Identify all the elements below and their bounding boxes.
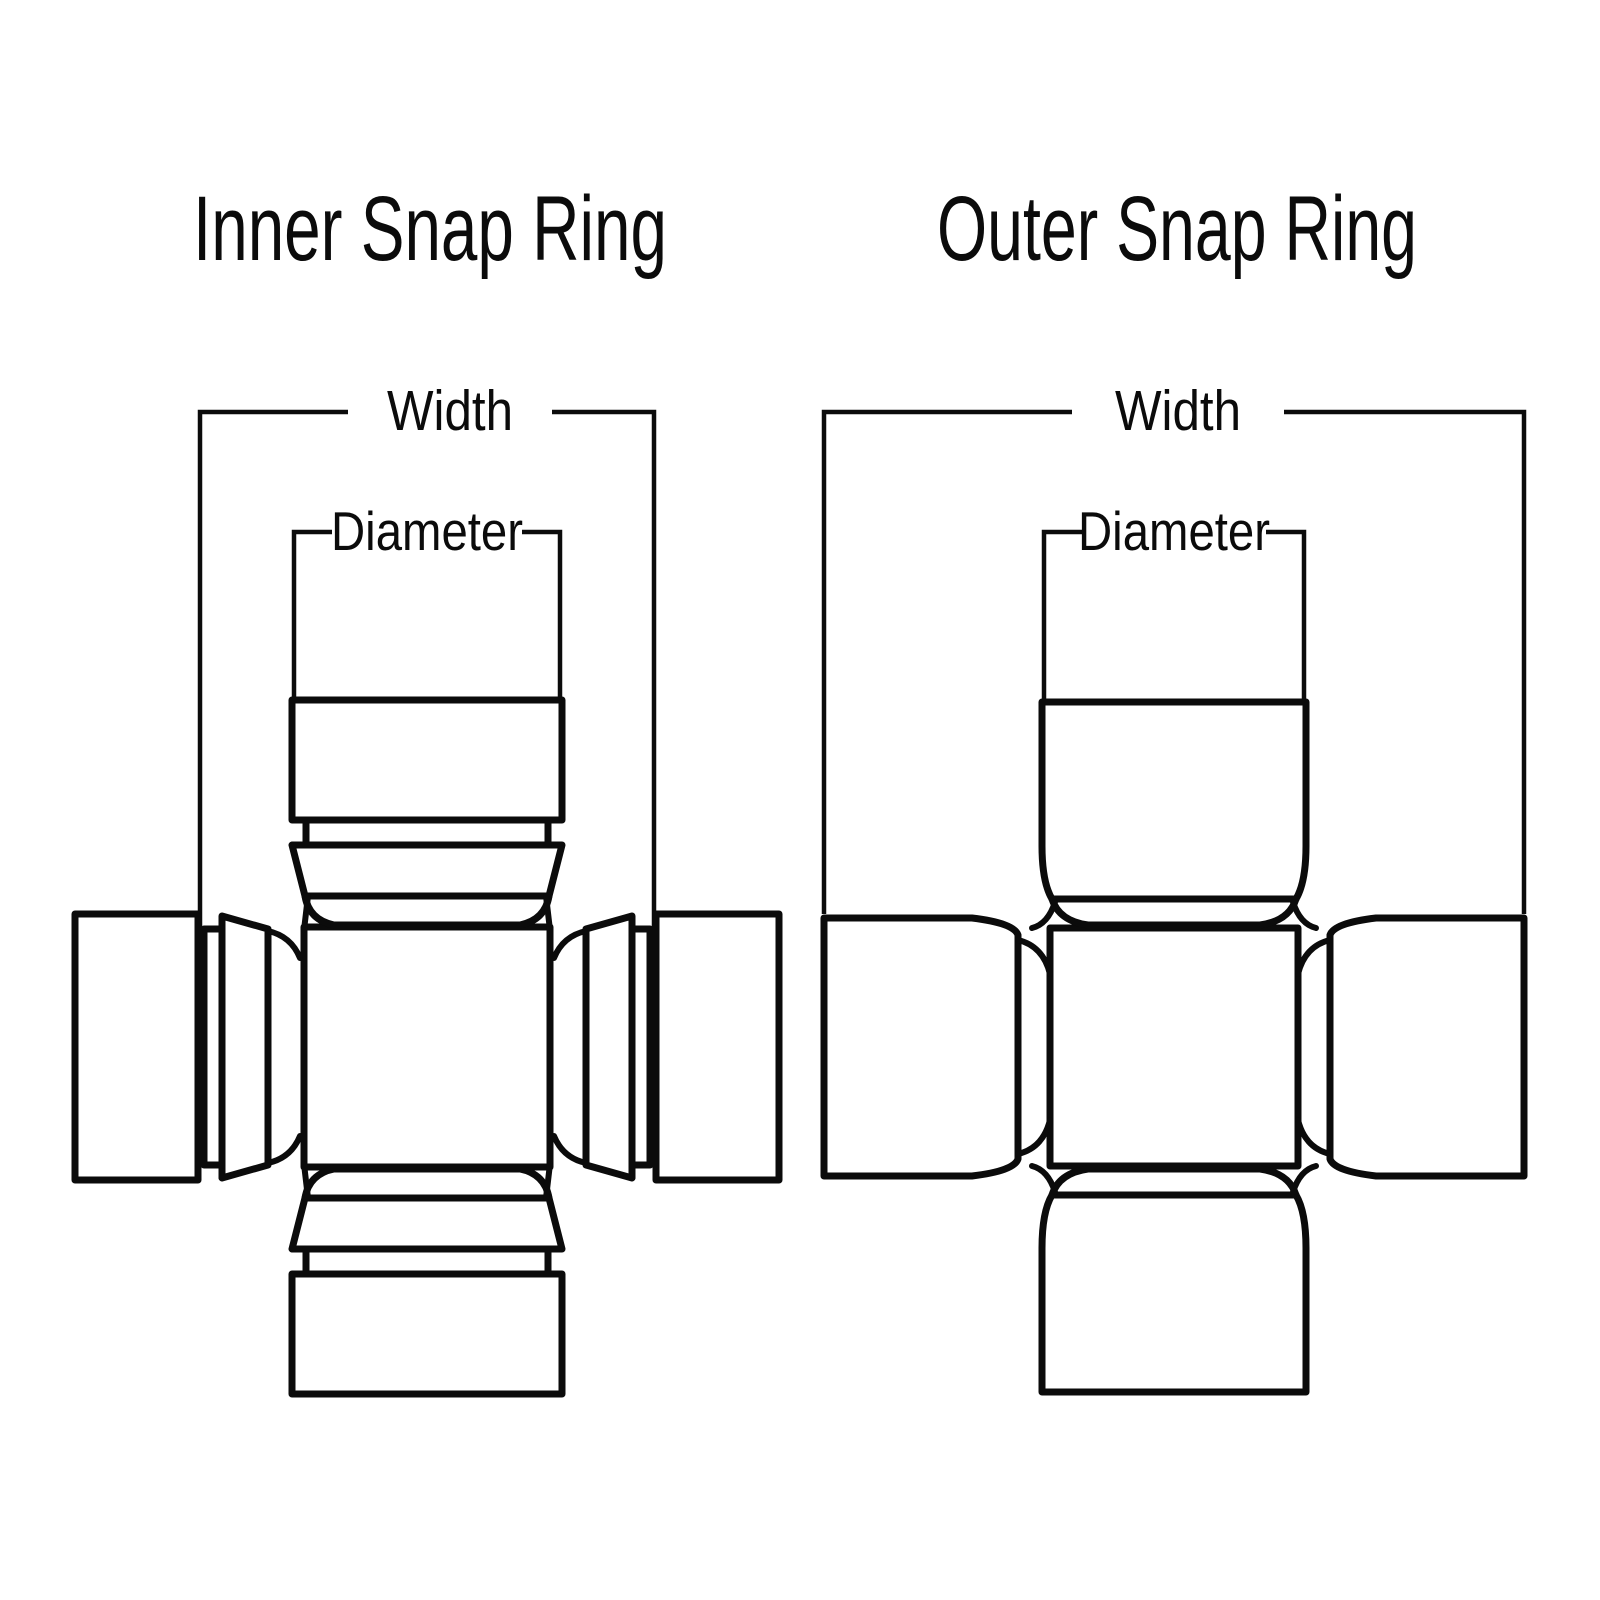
inner-bottom-cap-taper — [288, 1165, 566, 1253]
outer-right-cap-body — [1326, 914, 1528, 1180]
outer-diagram-title: Outer Snap Ring — [937, 178, 1417, 280]
inner-snap-ring-diagram: Inner Snap Ring Width Diameter — [71, 178, 783, 1398]
outer-fillet-top-left-v — [1029, 899, 1058, 931]
inner-top-cap-taper — [288, 841, 566, 929]
inner-fillet-top-right-v — [543, 893, 553, 933]
inner-fillet-bottom-right-h — [551, 1133, 589, 1166]
inner-bottom-cap-body — [288, 1270, 566, 1398]
inner-fillet-bottom-left-v — [301, 1161, 311, 1201]
inner-width-bracket-left — [197, 409, 348, 927]
inner-fillet-top-left-h — [265, 928, 303, 961]
inner-right-cap-taper — [582, 912, 636, 1182]
outer-fillet-bottom-left-h — [1015, 1117, 1053, 1157]
inner-right-cap-groove — [628, 925, 654, 1169]
inner-top-cap-groove — [302, 816, 552, 849]
inner-bottom-cap-groove — [302, 1245, 552, 1278]
outer-center-body — [1046, 924, 1302, 1170]
inner-width-label: Width — [387, 379, 513, 443]
inner-right-cap-body — [652, 910, 783, 1184]
outer-fillet-top-right-v — [1290, 899, 1319, 931]
inner-diameter-bracket-left — [291, 529, 332, 697]
inner-diameter-label: Diameter — [331, 500, 523, 562]
inner-left-cap-groove — [200, 925, 226, 1169]
inner-left-cap-body — [71, 910, 202, 1184]
inner-top-cap-body — [288, 696, 566, 824]
outer-diameter-bracket-right — [1266, 529, 1307, 699]
inner-fillet-top-left-v — [301, 893, 311, 933]
outer-fillet-bottom-right-v — [1290, 1163, 1319, 1195]
inner-fillet-top-right-h — [551, 928, 589, 961]
outer-fillet-top-right-h — [1295, 937, 1333, 977]
outer-bottom-cap-body — [1038, 1165, 1310, 1396]
inner-fillet-bottom-left-h — [265, 1133, 303, 1166]
inner-fillet-bottom-right-v — [543, 1161, 553, 1201]
outer-width-label: Width — [1115, 379, 1241, 443]
outer-left-cap-body — [820, 914, 1022, 1180]
inner-center-body — [300, 923, 554, 1171]
inner-diameter-bracket-right — [522, 529, 563, 697]
outer-width-bracket-right — [1284, 409, 1527, 914]
inner-diagram-title: Inner Snap Ring — [193, 178, 667, 280]
outer-width-bracket-left — [821, 409, 1072, 914]
outer-snap-ring-diagram: Outer Snap Ring Width Diameter — [820, 178, 1528, 1396]
outer-diameter-bracket-left — [1041, 529, 1082, 699]
outer-fillet-bottom-right-h — [1295, 1117, 1333, 1157]
outer-top-cap-body — [1038, 698, 1310, 929]
inner-width-bracket-right — [552, 409, 657, 927]
outer-diameter-label: Diameter — [1078, 500, 1270, 562]
outer-fillet-bottom-left-v — [1029, 1163, 1058, 1195]
inner-left-cap-taper — [218, 912, 272, 1182]
outer-fillet-top-left-h — [1015, 937, 1053, 977]
